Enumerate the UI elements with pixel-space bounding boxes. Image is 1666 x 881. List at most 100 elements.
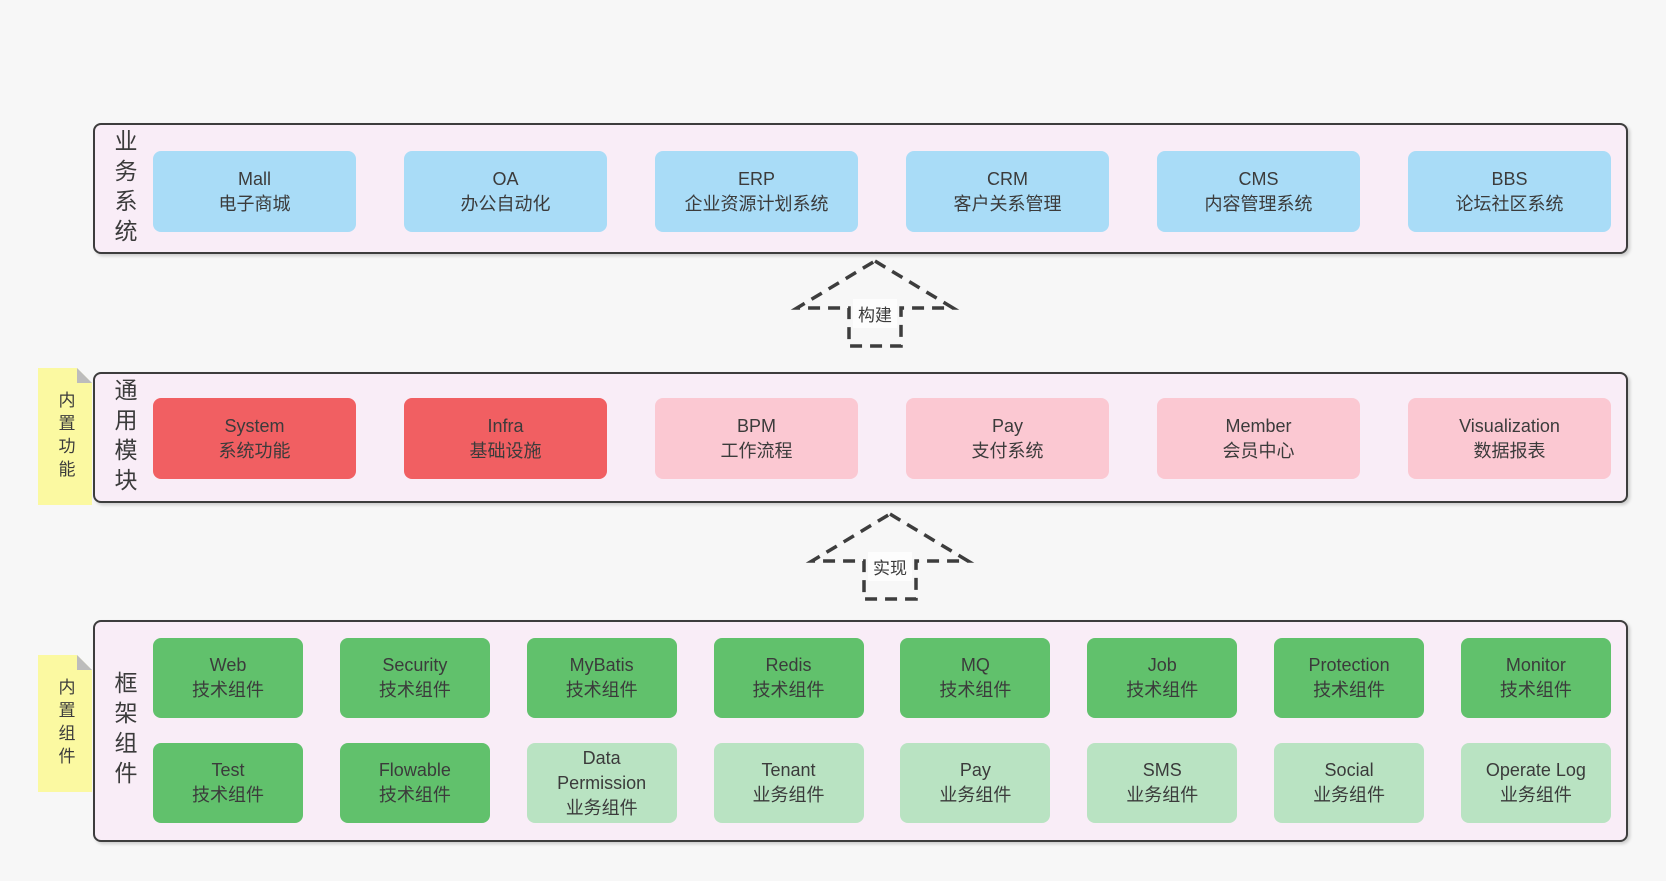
- business-box-row: Mall 电子商城 OA 办公自动化 ERP 企业资源计划系统 CRM 客户关系…: [153, 151, 1611, 232]
- box-subtitle: 基础设施: [469, 440, 542, 461]
- box-subtitle: 会员中心: [1222, 440, 1295, 461]
- box-title: BBS: [1491, 168, 1528, 189]
- box-data-permission: Data Permission 业务组件: [526, 743, 677, 823]
- box-subtitle: 论坛社区系统: [1455, 193, 1564, 214]
- box-member: Member 会员中心: [1157, 398, 1360, 479]
- box-redis: Redis 技术组件: [713, 638, 864, 718]
- dashed-up-arrow-icon: [805, 511, 975, 601]
- box-title: Web: [209, 655, 247, 675]
- box-title: CRM: [987, 168, 1028, 189]
- box-pay-component: Pay 业务组件: [900, 743, 1051, 823]
- arrow-build: 构建: [790, 257, 960, 349]
- box-operate-log: Operate Log 业务组件: [1460, 743, 1611, 823]
- box-crm: CRM 客户关系管理: [906, 151, 1109, 232]
- box-pay-module: Pay 支付系统: [906, 398, 1109, 479]
- module-box-row: System 系统功能 Infra 基础设施 BPM 工作流程 Pay 支付系统…: [153, 398, 1611, 479]
- box-tenant: Tenant 业务组件: [713, 743, 864, 823]
- box-system: System 系统功能: [153, 398, 356, 479]
- box-mybatis: MyBatis 技术组件: [526, 638, 677, 718]
- box-title: Monitor: [1505, 655, 1566, 675]
- box-subtitle: 客户关系管理: [953, 193, 1062, 214]
- box-subtitle: 工作流程: [720, 440, 793, 461]
- layer-label-components: 框架组件: [111, 671, 137, 791]
- box-protection: Protection 技术组件: [1274, 638, 1425, 718]
- box-title: Infra: [487, 415, 524, 436]
- sticky-note-builtin-features: 内置功能: [38, 368, 92, 505]
- box-subtitle: 业务组件: [1313, 785, 1386, 805]
- box-subtitle: 技术组件: [378, 785, 451, 805]
- box-monitor: Monitor 技术组件: [1460, 638, 1611, 718]
- arrow-implement-label: 实现: [868, 552, 912, 581]
- box-mall: Mall 电子商城: [153, 151, 356, 232]
- box-test: Test 技术组件: [153, 743, 303, 823]
- box-title: Visualization: [1459, 415, 1560, 436]
- box-title: Social: [1324, 760, 1374, 780]
- box-title: Tenant: [761, 760, 816, 780]
- box-subtitle: 数据报表: [1473, 440, 1546, 461]
- box-erp: ERP 企业资源计划系统: [655, 151, 858, 232]
- box-social: Social 业务组件: [1274, 743, 1425, 823]
- box-title: BPM: [736, 415, 776, 436]
- box-subtitle: 办公自动化: [460, 193, 551, 214]
- box-subtitle: 技术组件: [1313, 680, 1386, 700]
- layer-business-systems: 业务系统 Mall 电子商城 OA 办公自动化 ERP 企业资源计划系统 CRM…: [93, 123, 1628, 254]
- box-subtitle: 技术组件: [378, 680, 451, 700]
- box-title: System: [224, 415, 285, 436]
- arrow-build-label: 构建: [853, 299, 897, 328]
- box-subtitle: 技术组件: [192, 785, 264, 805]
- box-title: Pay: [991, 415, 1024, 436]
- layer-label-modules: 通用模块: [111, 377, 137, 498]
- box-subtitle: 业务组件: [1499, 785, 1572, 805]
- box-subtitle: 技术组件: [1126, 680, 1199, 700]
- component-box-row-1: Web 技术组件 Security 技术组件 MyBatis 技术组件 Redi…: [153, 638, 1611, 718]
- box-title: MyBatis: [569, 655, 634, 675]
- layer-common-modules: 通用模块 System 系统功能 Infra 基础设施 BPM 工作流程 Pay…: [93, 372, 1628, 503]
- box-infra: Infra 基础设施: [404, 398, 607, 479]
- box-title: Protection: [1308, 655, 1390, 675]
- box-title: Security: [382, 655, 448, 675]
- box-title: Redis: [765, 655, 812, 675]
- box-title: OA: [492, 168, 519, 189]
- box-subtitle: 技术组件: [1499, 680, 1572, 700]
- box-oa: OA 办公自动化: [404, 151, 607, 232]
- layer-label-business: 业务系统: [111, 128, 137, 249]
- layer-framework-components: 框架组件 Web 技术组件 Security 技术组件 MyBatis 技术组件…: [93, 620, 1628, 842]
- box-visualization: Visualization 数据报表: [1408, 398, 1611, 479]
- folded-corner-icon: [77, 655, 92, 670]
- box-title: Pay: [959, 760, 991, 780]
- box-subtitle: 支付系统: [971, 440, 1044, 461]
- box-subtitle: 业务组件: [752, 785, 825, 805]
- box-title: Data Permission: [557, 747, 647, 793]
- box-title: ERP: [737, 168, 775, 189]
- box-title: Flowable: [378, 760, 451, 780]
- box-subtitle: 系统功能: [218, 440, 291, 461]
- box-title: Mall: [237, 168, 271, 189]
- box-title: Member: [1225, 415, 1292, 436]
- box-cms: CMS 内容管理系统: [1157, 151, 1360, 232]
- box-flowable: Flowable 技术组件: [339, 743, 490, 823]
- box-title: Operate Log: [1485, 760, 1586, 780]
- sticky-note-builtin-components: 内置组件: [38, 655, 92, 792]
- box-subtitle: 技术组件: [752, 680, 825, 700]
- box-subtitle: 技术组件: [192, 680, 264, 700]
- box-subtitle: 业务组件: [939, 785, 1012, 805]
- box-title: SMS: [1142, 760, 1182, 780]
- box-subtitle: 业务组件: [565, 797, 638, 818]
- arrow-implement: 实现: [805, 510, 975, 602]
- box-subtitle: 企业资源计划系统: [684, 193, 829, 214]
- box-bbs: BBS 论坛社区系统: [1408, 151, 1611, 232]
- sticky-note-label: 内置组件: [55, 677, 75, 770]
- box-web: Web 技术组件: [153, 638, 303, 718]
- box-subtitle: 技术组件: [565, 680, 638, 700]
- box-mq: MQ 技术组件: [900, 638, 1051, 718]
- folded-corner-icon: [77, 368, 92, 383]
- box-title: Test: [211, 760, 245, 780]
- sticky-note-label: 内置功能: [55, 390, 75, 483]
- component-box-row-2: Test 技术组件 Flowable 技术组件 Data Permission …: [153, 743, 1611, 823]
- box-security: Security 技术组件: [339, 638, 490, 718]
- box-subtitle: 内容管理系统: [1204, 193, 1313, 214]
- box-subtitle: 业务组件: [1126, 785, 1199, 805]
- box-subtitle: 电子商城: [218, 193, 291, 214]
- box-job: Job 技术组件: [1087, 638, 1238, 718]
